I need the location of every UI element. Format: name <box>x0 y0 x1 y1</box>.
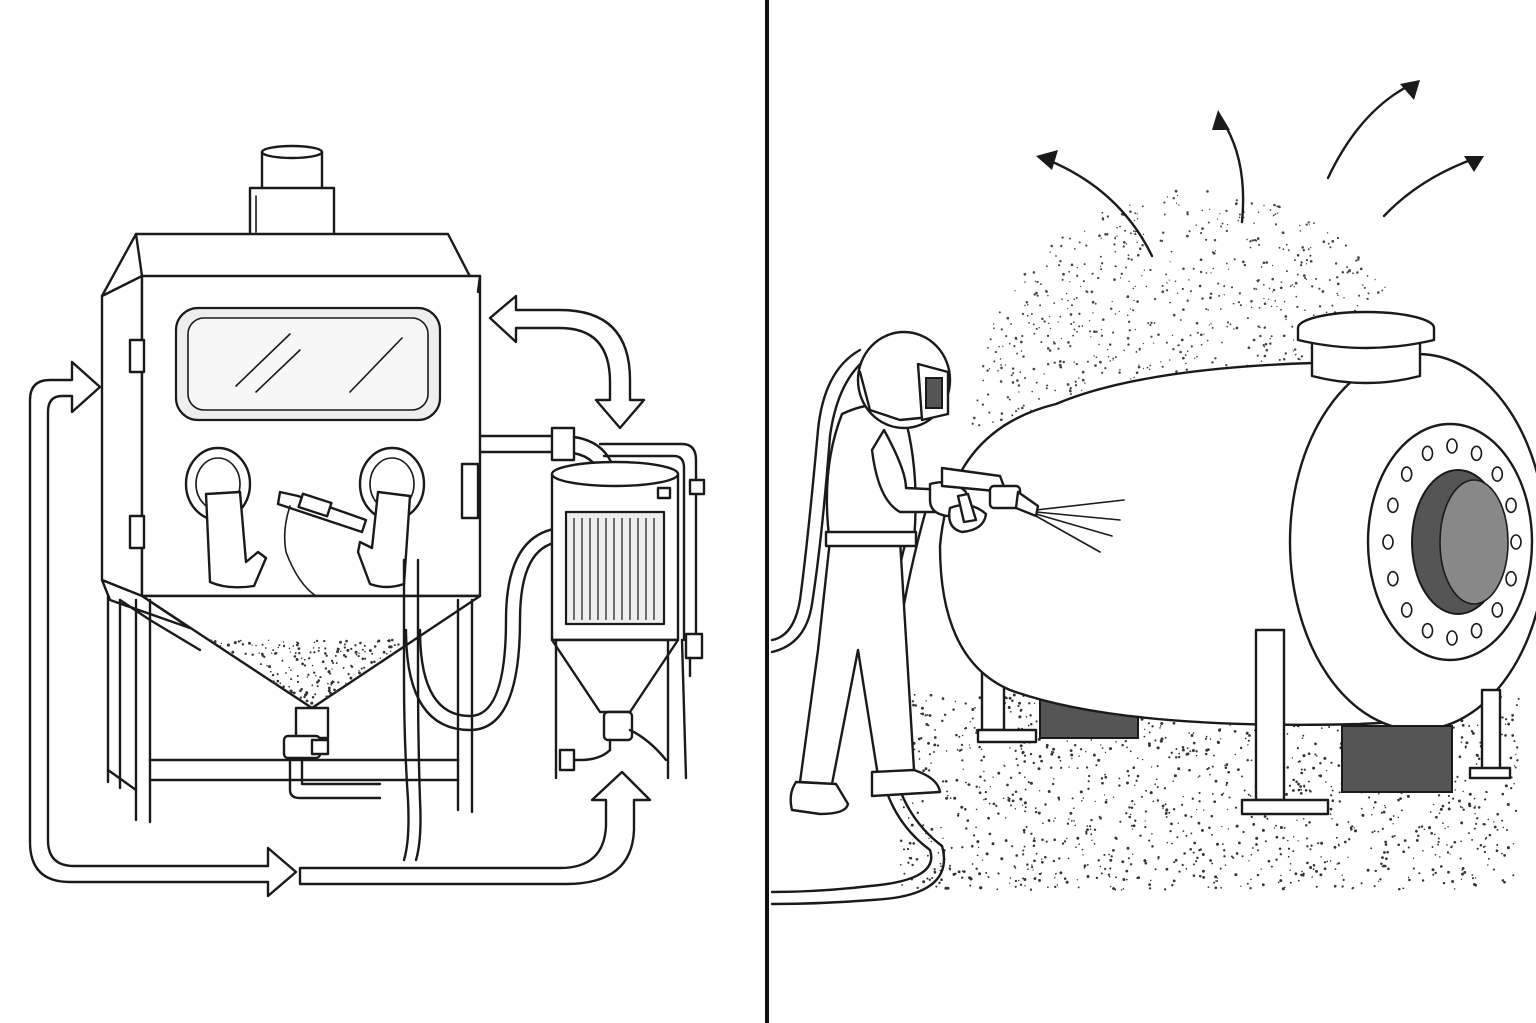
bolt-hole <box>1421 445 1434 462</box>
air-supply-hose <box>770 348 872 654</box>
bolt-hole <box>1491 602 1504 618</box>
bolt-hole <box>1387 497 1399 514</box>
operator-blast-nozzle <box>940 466 1040 524</box>
bolt-hole <box>1491 466 1504 482</box>
flex-hose <box>404 526 562 732</box>
flange-bolt-holes <box>1382 438 1522 646</box>
bolt-hole <box>1470 445 1483 462</box>
bolt-hole <box>1421 622 1434 639</box>
filter-cartridge <box>564 510 666 626</box>
bolt-hole <box>1505 570 1517 587</box>
head-flange <box>1366 422 1534 662</box>
blast-cabinet <box>100 232 482 862</box>
right-panel <box>770 80 1536 906</box>
glove-port-right <box>356 446 426 589</box>
dispersion-arrows <box>1036 80 1484 258</box>
bolt-hole <box>1382 534 1394 550</box>
recirculation-arrow-loop <box>28 360 652 898</box>
transfer-arrow <box>488 294 646 430</box>
bolt-hole <box>1505 497 1517 514</box>
dust-collector <box>550 460 688 780</box>
left-panel <box>28 144 706 898</box>
bolt-hole <box>1400 602 1413 618</box>
bolt-hole <box>1446 630 1458 646</box>
bolt-hole <box>1400 466 1413 482</box>
bolt-hole <box>1387 570 1399 587</box>
operator <box>789 330 1040 816</box>
bolt-hole <box>1446 438 1458 454</box>
pressure-vessel <box>938 310 1536 816</box>
glove-port-left <box>184 446 268 589</box>
hopper-media-particles <box>210 638 400 705</box>
exhaust-stack <box>248 144 336 238</box>
dust-duct <box>478 426 706 678</box>
bolt-hole <box>1470 622 1483 639</box>
cabinet-blast-gun <box>276 490 368 597</box>
bolt-hole <box>1510 534 1522 550</box>
spray-stream <box>1035 499 1125 553</box>
